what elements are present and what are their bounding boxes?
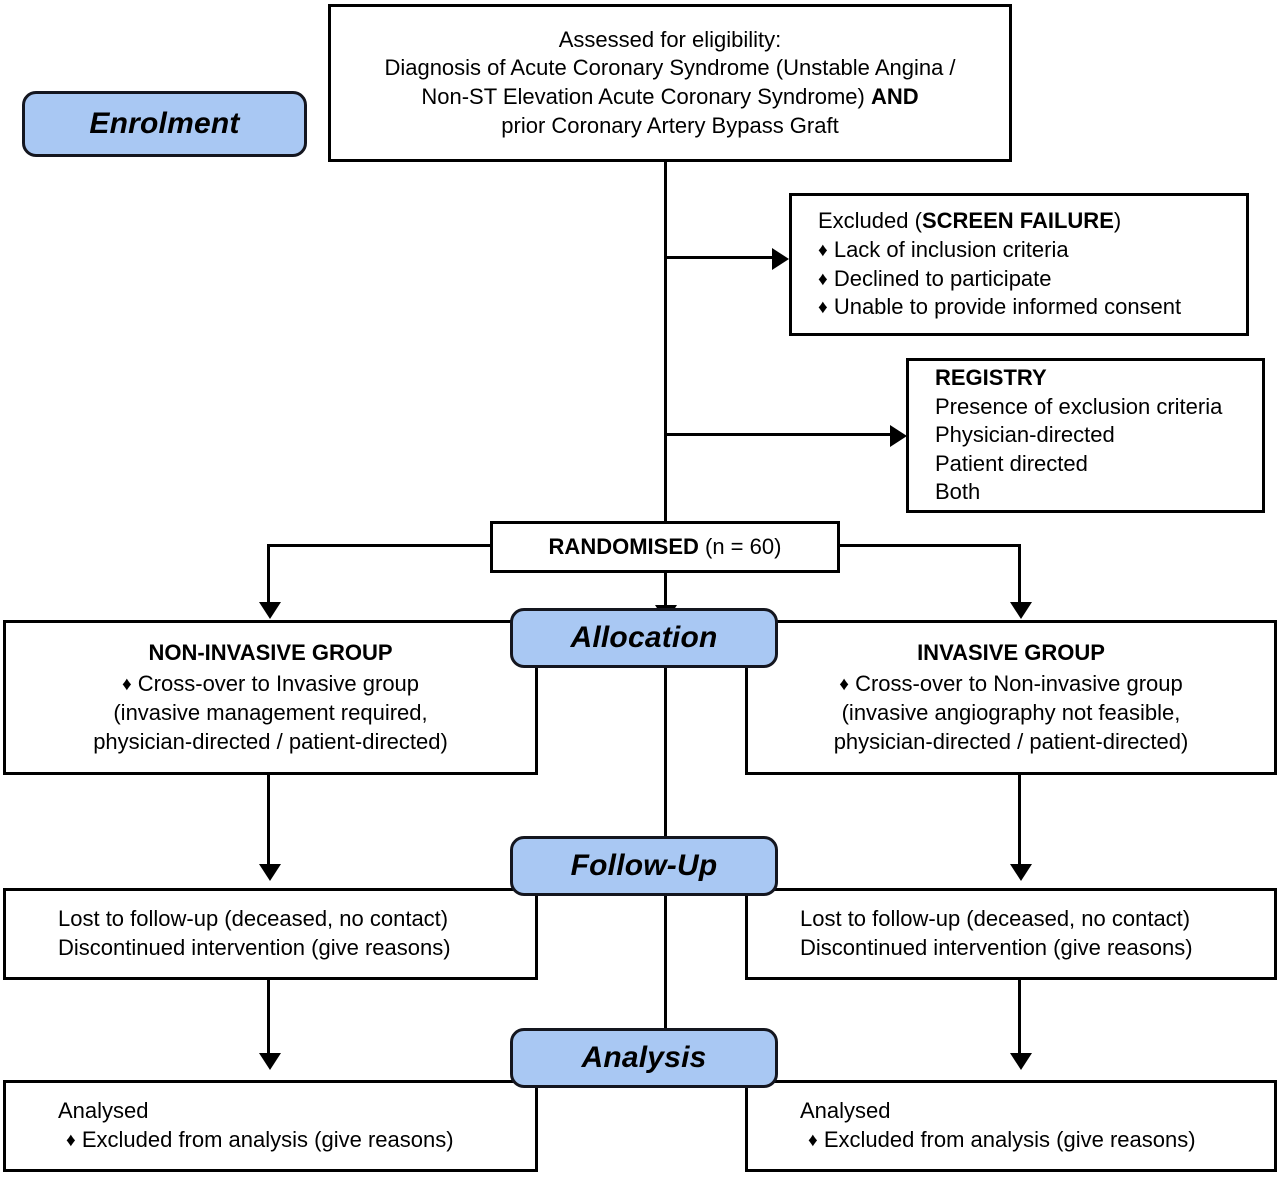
- excluded-box: Excluded (SCREEN FAILURE) ♦ Lack of incl…: [789, 193, 1249, 336]
- analysis-bullet-line: ♦ Excluded from analysis (give reasons): [28, 1126, 454, 1155]
- followup-line: Discontinued intervention (give reasons): [58, 935, 451, 960]
- connector-invasive-to-followup: [1018, 775, 1021, 870]
- connector-randomised-left: [267, 544, 493, 547]
- arrow-to-invasive-group: [1010, 602, 1032, 619]
- connector-randomised-left-drop: [267, 544, 270, 606]
- connector-followup-to-analysis-right: [1018, 980, 1021, 1058]
- randomised-text: RANDOMISED (n = 60): [549, 533, 782, 562]
- eligibility-line-3: Non-ST Elevation Acute Coronary Syndrome…: [421, 83, 918, 112]
- connector-eligibility-to-randomised: [664, 162, 667, 532]
- allocation-group-detail: physician-directed / patient-directed): [833, 728, 1189, 754]
- connector-followup-to-analysis-badge: [664, 896, 667, 1028]
- analysis-box-non-invasive: Analysed ♦ Excluded from analysis (give …: [3, 1080, 538, 1172]
- stage-badge-followup: Follow-Up: [510, 836, 778, 896]
- allocation-group-bullet-line: ♦ Cross-over to Invasive group: [122, 670, 419, 699]
- allocation-group-detail: physician-directed / patient-directed): [93, 728, 448, 754]
- randomised-box: RANDOMISED (n = 60): [490, 521, 840, 573]
- allocation-group-bullet-label: Cross-over to Non-invasive group: [855, 671, 1183, 697]
- connector-branch-excluded: [664, 256, 774, 259]
- excluded-heading-suffix: ): [1113, 208, 1122, 234]
- arrow-to-analysis-left: [259, 1053, 281, 1070]
- registry-box: REGISTRY Presence of exclusion criteria …: [906, 358, 1265, 513]
- followup-line: Lost to follow-up (deceased, no contact): [800, 906, 1191, 932]
- diamond-bullet-icon: ♦: [839, 674, 849, 696]
- arrow-to-excluded: [772, 248, 789, 270]
- registry-heading: REGISTRY: [935, 365, 1047, 391]
- stage-badge-analysis-label: Analysis: [581, 1041, 707, 1074]
- allocation-group-box-non-invasive: NON-INVASIVE GROUP ♦ Cross-over to Invas…: [3, 620, 538, 775]
- connector-randomised-right: [837, 544, 1021, 547]
- eligibility-line-4: prior Coronary Artery Bypass Graft: [501, 112, 839, 138]
- analysis-line: Analysed: [58, 1098, 149, 1124]
- excluded-heading-emphasis: SCREEN FAILURE: [921, 208, 1114, 234]
- excluded-item: ♦ Declined to participate: [818, 265, 1052, 294]
- allocation-group-bullet-label: Cross-over to Invasive group: [137, 671, 420, 697]
- stage-badge-followup-label: Follow-Up: [570, 849, 718, 882]
- stage-badge-allocation: Allocation: [510, 608, 778, 668]
- connector-allocation-to-followup-badge: [664, 668, 667, 838]
- allocation-group-detail: (invasive management required,: [113, 700, 428, 725]
- diamond-bullet-icon: ♦: [818, 297, 828, 319]
- connector-non-invasive-to-followup: [267, 775, 270, 870]
- connector-followup-to-analysis-left: [267, 980, 270, 1058]
- excluded-heading: Excluded (SCREEN FAILURE): [818, 207, 1121, 236]
- arrow-to-non-invasive-group: [259, 602, 281, 619]
- followup-line: Discontinued intervention (give reasons): [800, 935, 1193, 960]
- excluded-item: ♦ Lack of inclusion criteria: [818, 236, 1069, 265]
- eligibility-line-1: Assessed for eligibility:: [558, 26, 782, 52]
- excluded-item-label: Lack of inclusion criteria: [833, 236, 1069, 262]
- excluded-item: ♦ Unable to provide informed consent: [818, 293, 1181, 322]
- arrow-to-followup-left: [259, 864, 281, 881]
- arrow-to-followup-right: [1010, 864, 1032, 881]
- connector-randomised-center: [664, 573, 667, 613]
- analysis-bullet-label: Excluded from analysis (give reasons): [81, 1127, 454, 1152]
- stage-badge-analysis: Analysis: [510, 1028, 778, 1088]
- diamond-bullet-icon: ♦: [818, 239, 828, 261]
- eligibility-box: Assessed for eligibility: Diagnosis of A…: [328, 4, 1012, 162]
- arrow-to-registry: [890, 425, 907, 447]
- analysis-line: Analysed: [800, 1098, 891, 1124]
- allocation-group-title: INVASIVE GROUP: [917, 639, 1105, 665]
- randomised-count: (n = 60): [698, 533, 782, 559]
- allocation-group-title: NON-INVASIVE GROUP: [148, 639, 393, 665]
- followup-line: Lost to follow-up (deceased, no contact): [58, 906, 449, 932]
- registry-item: Patient directed: [935, 450, 1088, 476]
- analysis-bullet-line: ♦ Excluded from analysis (give reasons): [770, 1126, 1196, 1155]
- registry-item: Both: [935, 479, 981, 505]
- stage-badge-enrolment-label: Enrolment: [89, 107, 240, 140]
- eligibility-line-3-text: Non-ST Elevation Acute Coronary Syndrome…: [421, 84, 871, 109]
- eligibility-and-keyword: AND: [870, 84, 919, 109]
- excluded-item-label: Declined to participate: [833, 265, 1052, 291]
- diamond-bullet-icon: ♦: [121, 674, 132, 696]
- eligibility-line-2: Diagnosis of Acute Coronary Syndrome (Un…: [384, 55, 956, 81]
- randomised-label: RANDOMISED: [548, 533, 699, 559]
- diamond-bullet-icon: ♦: [808, 1130, 818, 1151]
- registry-item: Physician-directed: [935, 422, 1115, 448]
- connector-randomised-right-drop: [1018, 544, 1021, 606]
- stage-badge-enrolment: Enrolment: [22, 91, 307, 157]
- excluded-heading-prefix: Excluded (: [818, 208, 922, 234]
- excluded-item-label: Unable to provide informed consent: [833, 294, 1182, 320]
- analysis-bullet-label: Excluded from analysis (give reasons): [823, 1127, 1196, 1152]
- diamond-bullet-icon: ♦: [66, 1130, 76, 1151]
- connector-branch-registry: [664, 433, 892, 436]
- followup-box-non-invasive: Lost to follow-up (deceased, no contact)…: [3, 888, 538, 980]
- stage-badge-allocation-label: Allocation: [570, 621, 718, 654]
- arrow-to-analysis-right: [1010, 1053, 1032, 1070]
- analysis-box-invasive: Analysed ♦ Excluded from analysis (give …: [745, 1080, 1277, 1172]
- registry-item: Presence of exclusion criteria: [935, 393, 1223, 419]
- allocation-group-bullet-line: ♦ Cross-over to Non-invasive group: [839, 670, 1183, 699]
- allocation-group-box-invasive: INVASIVE GROUP ♦ Cross-over to Non-invas…: [745, 620, 1277, 775]
- allocation-group-detail: (invasive angiography not feasible,: [841, 700, 1181, 725]
- diamond-bullet-icon: ♦: [818, 268, 828, 290]
- followup-box-invasive: Lost to follow-up (deceased, no contact)…: [745, 888, 1277, 980]
